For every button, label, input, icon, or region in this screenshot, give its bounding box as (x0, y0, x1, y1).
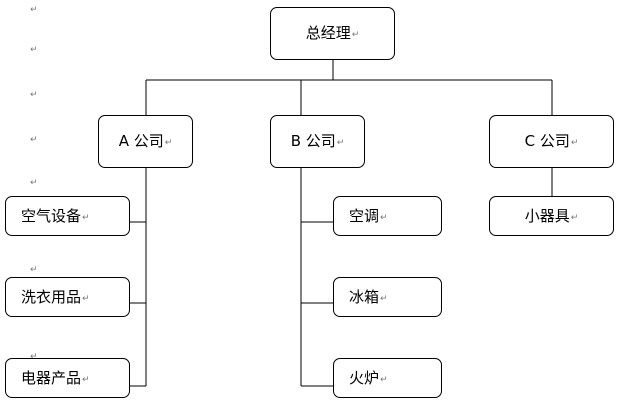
paragraph-mark: ↵ (570, 138, 579, 148)
node-label: 空调 (349, 206, 380, 225)
node-general-manager: 总经理↵ (270, 7, 395, 60)
paragraph-mark: ↵ (82, 293, 90, 304)
paragraph-mark: ↵ (30, 45, 38, 55)
paragraph-mark: ↵ (82, 212, 90, 223)
node-label: B 公司 (290, 132, 336, 150)
node-refrigerator: 冰箱↵ (333, 277, 442, 317)
node-label: C 公司 (524, 132, 570, 150)
node-label: A 公司 (118, 132, 164, 150)
paragraph-mark: ↵ (82, 374, 90, 385)
paragraph-mark: ↵ (30, 265, 38, 275)
node-company-a: A 公司↵ (98, 115, 193, 168)
node-label: 总经理 (305, 24, 351, 42)
paragraph-mark: ↵ (30, 178, 38, 188)
node-small-appliances: 小器具↵ (489, 196, 614, 236)
node-label: 冰箱 (349, 287, 380, 306)
paragraph-mark: ↵ (164, 138, 173, 148)
paragraph-mark: ↵ (380, 212, 388, 223)
node-laundry-supplies: 洗衣用品↵ (5, 277, 130, 317)
paragraph-mark: ↵ (380, 293, 388, 304)
paragraph-mark: ↵ (30, 90, 38, 100)
paragraph-mark: ↵ (351, 30, 360, 40)
node-air-equipment: 空气设备↵ (5, 196, 130, 236)
paragraph-mark: ↵ (30, 5, 38, 15)
node-electrical-products: 电器产品↵ (5, 358, 130, 398)
node-label: 空气设备 (21, 206, 82, 225)
paragraph-mark: ↵ (570, 212, 579, 223)
node-air-conditioner: 空调↵ (333, 196, 442, 236)
node-company-c: C 公司↵ (489, 115, 614, 168)
node-label: 小器具 (524, 206, 570, 225)
paragraph-mark: ↵ (30, 135, 38, 145)
node-label: 电器产品 (21, 368, 82, 387)
node-stove: 火炉↵ (333, 358, 442, 398)
node-label: 洗衣用品 (21, 287, 82, 306)
node-label: 火炉 (349, 368, 380, 387)
node-company-b: B 公司↵ (270, 115, 365, 168)
paragraph-mark: ↵ (336, 138, 345, 148)
paragraph-mark: ↵ (380, 374, 388, 385)
paragraph-mark: ↵ (30, 352, 38, 362)
